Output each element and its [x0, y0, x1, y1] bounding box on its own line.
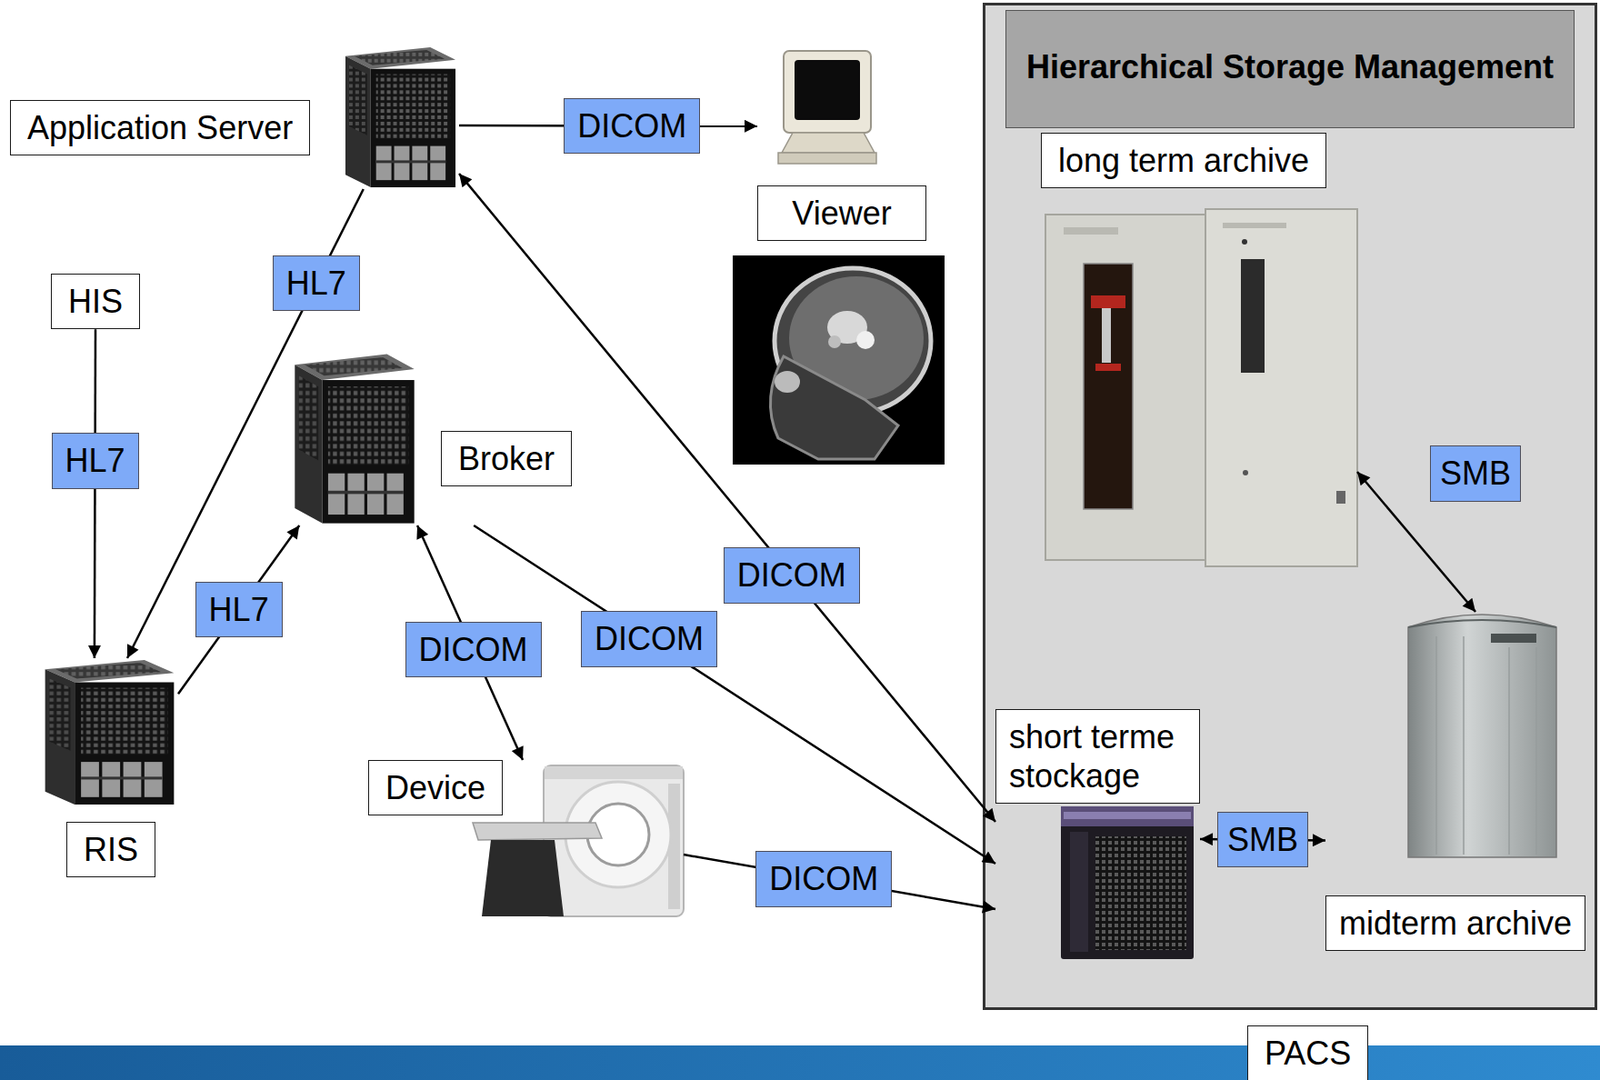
- panel-heading: Hierarchical Storage Management: [1005, 10, 1575, 129]
- connector: [178, 525, 300, 694]
- label-holder: HL7: [51, 432, 140, 489]
- server-icon: [345, 47, 456, 188]
- label-holder: HL7: [272, 255, 360, 311]
- label-holder: DICOM: [723, 547, 860, 603]
- protocol-label: DICOM: [580, 610, 718, 667]
- label-holder: DICOM: [580, 610, 718, 667]
- storage-server-icon: [1060, 806, 1194, 960]
- mri-image: [732, 255, 945, 465]
- node-label: midterm archive: [1325, 895, 1586, 951]
- label-holder: DICOM: [755, 850, 892, 907]
- protocol-label: SMB: [1430, 445, 1521, 501]
- label-holder: PACS: [1247, 1025, 1369, 1080]
- protocol-label: SMB: [1217, 811, 1309, 868]
- label-holder: SMB: [1430, 445, 1521, 501]
- node-label: Application Server: [10, 100, 310, 156]
- label-holder: DICOM: [405, 621, 542, 678]
- node-label: RIS: [66, 821, 156, 878]
- node-label: HIS: [50, 273, 140, 330]
- connector: [127, 189, 364, 659]
- label-holder: DICOM: [563, 98, 700, 154]
- protocol-label: HL7: [272, 255, 360, 311]
- system-label: PACS: [1247, 1025, 1369, 1080]
- system-box: HIS: [50, 273, 140, 330]
- protocol-label: DICOM: [723, 547, 860, 603]
- protocol-label: HL7: [51, 432, 140, 489]
- protocol-label: DICOM: [563, 98, 700, 154]
- node-label: Device: [368, 760, 503, 816]
- node-label: short terme stockage: [995, 709, 1200, 804]
- server-icon: [45, 660, 175, 805]
- connector: [473, 525, 996, 864]
- protocol-label: DICOM: [755, 850, 892, 907]
- server-icon: [294, 353, 414, 523]
- protocol-label: HL7: [195, 581, 283, 638]
- ct-scanner-icon: [472, 765, 684, 917]
- connector: [459, 173, 996, 822]
- label-holder: HL7: [195, 581, 283, 638]
- connector: [94, 329, 96, 659]
- monitor-icon: [778, 50, 877, 164]
- protocol-label: DICOM: [405, 621, 542, 678]
- disk-array-icon: [1408, 614, 1557, 858]
- node-label: Broker: [440, 430, 572, 487]
- tape-library-icon: [1045, 209, 1358, 567]
- node-label: Viewer: [757, 185, 927, 241]
- node-label: long term archive: [1040, 132, 1327, 189]
- label-holder: SMB: [1217, 811, 1309, 868]
